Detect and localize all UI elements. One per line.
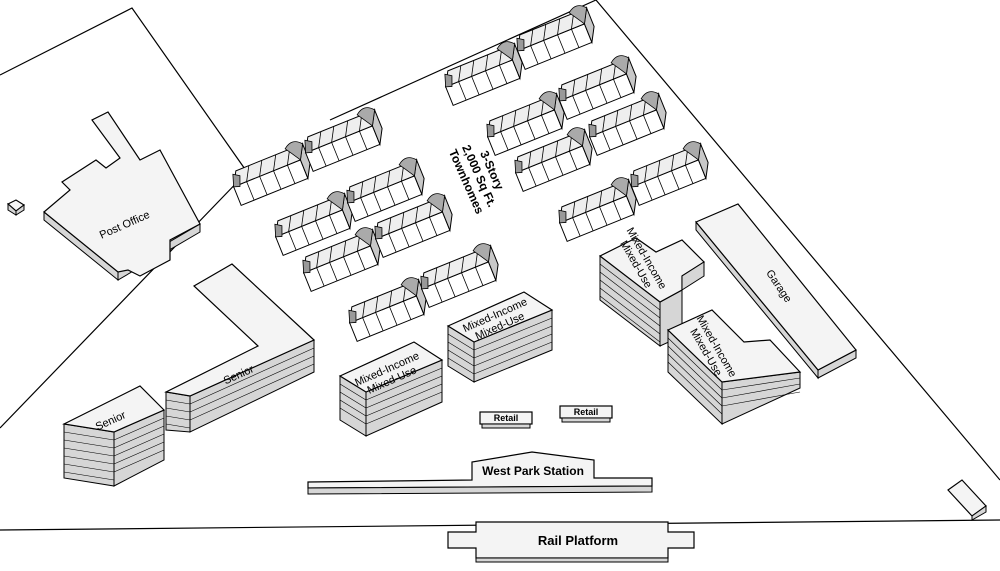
townhome-row: [341, 274, 432, 342]
west-park-station: West Park Station: [307, 451, 653, 495]
townhome-row: [413, 240, 504, 308]
rail-platform: Rail Platform: [447, 521, 695, 563]
site-boundary-east: [329, 0, 1000, 481]
garage-building: Garage: [695, 203, 857, 380]
mixed-income-building-a: Mixed-Income Mixed-Use: [338, 341, 444, 437]
mixed-income-building-d: Mixed-Income Mixed-Use: [666, 309, 802, 426]
townhome-row: [437, 38, 528, 106]
retail-kiosk-2: Retail: [559, 405, 613, 423]
post-office-building: Post Office: [43, 111, 201, 282]
site-boundary: [0, 7, 248, 429]
senior-small-building: Senior: [62, 385, 166, 487]
retail-1-label: Retail: [494, 413, 519, 423]
townhome-row: [225, 138, 316, 206]
townhome-row: [509, 2, 600, 70]
station-label: West Park Station: [482, 464, 584, 478]
mixed-income-building-b: Mixed-Income Mixed-Use: [446, 291, 554, 383]
small-structure: [947, 479, 987, 521]
senior-l-building: Senior: [164, 263, 316, 433]
retail-2-label: Retail: [574, 407, 599, 417]
platform-label: Rail Platform: [538, 533, 618, 548]
retail-kiosk-1: Retail: [479, 411, 533, 429]
townhome-row: [623, 138, 714, 206]
